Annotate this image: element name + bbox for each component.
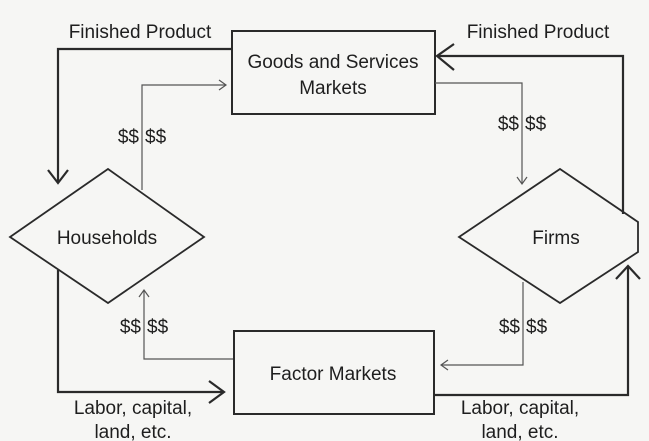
money-label-right-top-a: $$ xyxy=(498,114,520,135)
goods-services-label-line2: Markets xyxy=(299,78,367,99)
money-label-left-top-b: $$ xyxy=(145,127,167,148)
firms-diamond xyxy=(457,167,639,305)
money-label-right-bottom-a: $$ xyxy=(499,317,521,338)
money-households-to-goods-arrow xyxy=(141,79,228,190)
finished-product-from-firms-arrow xyxy=(435,43,625,214)
money-label-left-top-a: $$ xyxy=(118,127,140,148)
money-goods-to-firms-arrow xyxy=(435,82,528,186)
labor-households-to-factor-arrow xyxy=(56,270,226,404)
firms-label: Firms xyxy=(532,228,579,249)
labor-right-label-line1: Labor, capital, xyxy=(461,398,579,419)
labor-right-label-line2: land, etc. xyxy=(481,422,558,441)
finished-product-to-households-arrow xyxy=(47,47,232,185)
labor-left-label-line1: Labor, capital, xyxy=(74,398,192,419)
factor-markets-box xyxy=(233,330,435,415)
money-firms-to-factor-arrow xyxy=(439,282,524,371)
households-diamond xyxy=(8,167,206,305)
labor-factor-to-firms-arrow xyxy=(434,264,641,397)
money-label-right-bottom-b: $$ xyxy=(526,317,548,338)
factor-markets-label: Factor Markets xyxy=(270,364,397,385)
labor-left-label-line2: land, etc. xyxy=(94,422,171,441)
finished-product-right-label: Finished Product xyxy=(467,22,610,43)
goods-services-markets-box xyxy=(231,30,436,115)
money-label-left-bottom-b: $$ xyxy=(147,317,169,338)
money-label-left-bottom-a: $$ xyxy=(120,317,142,338)
money-label-right-top-b: $$ xyxy=(525,114,547,135)
money-factor-to-households-arrow xyxy=(138,288,233,360)
goods-services-label-line1: Goods and Services xyxy=(247,52,418,73)
finished-product-left-label: Finished Product xyxy=(69,22,212,43)
households-label: Households xyxy=(57,228,157,249)
